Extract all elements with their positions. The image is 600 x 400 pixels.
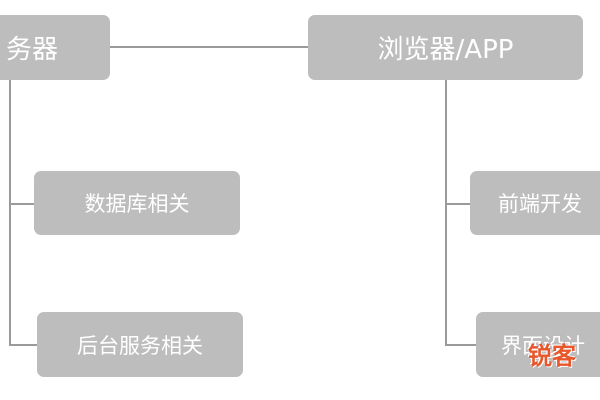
connector-server-database — [9, 203, 35, 205]
node-database-label: 数据库相关 — [84, 192, 190, 216]
node-frontend-label: 前端开发 — [498, 192, 582, 216]
node-browser-app: 浏览器/APP — [308, 15, 583, 80]
watermark-logo: 锐客 — [528, 336, 576, 371]
node-browser-app-label: 浏览器/APP — [377, 35, 514, 65]
connector-browser-frontend — [445, 203, 471, 205]
node-server-label: 务器 — [5, 35, 58, 65]
node-ui-design-label: 界面设计 — [501, 333, 585, 358]
watermark-text: 锐客 — [528, 342, 576, 370]
connector-browser-trunk — [445, 80, 447, 345]
connector-server-backend — [9, 344, 37, 346]
connector-server-browser — [110, 46, 310, 48]
node-server: 务器 — [0, 15, 110, 80]
connector-server-trunk — [9, 80, 11, 345]
node-frontend: 前端开发 — [470, 171, 600, 235]
node-ui-design: 界面设计 — [476, 312, 600, 377]
node-backend: 后台服务相关 — [37, 312, 243, 377]
connector-browser-ui-design — [445, 344, 476, 346]
node-database: 数据库相关 — [34, 171, 240, 235]
node-backend-label: 后台服务相关 — [77, 333, 203, 358]
